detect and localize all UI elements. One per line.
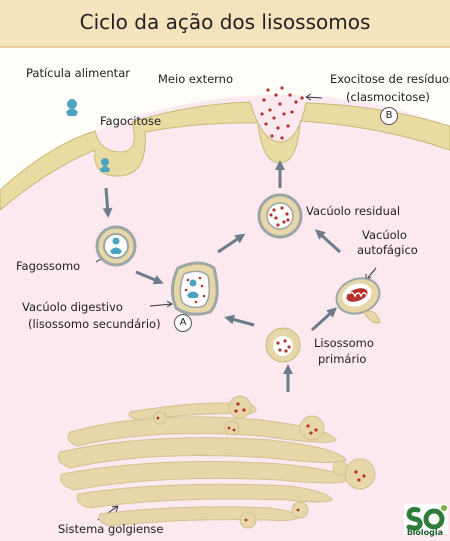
title-band: [0, 0, 450, 46]
logo-wordmark: biologia: [406, 528, 444, 537]
residual-vacuole: [257, 193, 303, 239]
marker-b: B: [380, 107, 398, 125]
label-autophagic-line2: autofágico: [357, 243, 418, 257]
label-digestive-line2: (lisossomo secundário): [28, 317, 161, 331]
label-primary-line2: primário: [318, 352, 367, 366]
label-external-medium: Meio externo: [158, 72, 233, 86]
arrow-primary-to-autophagic: [310, 307, 337, 332]
digestive-vacuole: [171, 261, 219, 316]
label-phagosome: Fagossomo: [16, 259, 81, 273]
golgi-apparatus: [57, 395, 376, 529]
label-digestive-line1: Vacúolo digestivo: [22, 300, 123, 314]
diagram-title: Ciclo da ação dos lisossomos: [79, 10, 371, 34]
external-medium-area: [0, 48, 450, 190]
arrow-digestive-to-residual: [217, 233, 246, 254]
so-biologia-logo-icon: [404, 504, 448, 534]
food-particle: [66, 99, 78, 116]
arrow-phagosome-to-digestive: [135, 270, 164, 285]
marker-a: A: [174, 314, 192, 332]
label-golgi: Sistema golgiense: [58, 522, 164, 536]
arrow-membrane-to-phagosome: [102, 187, 113, 218]
phagosome: [95, 225, 137, 267]
label-residual-vacuole: Vacúolo residual: [306, 204, 401, 218]
label-phagocytosis: Fagocitose: [100, 114, 162, 128]
autophagic-vacuole: [335, 277, 381, 324]
label-primary-line1: Lisossomo: [314, 336, 374, 350]
label-clasmocytosis: (clasmocitose): [346, 90, 430, 104]
exocytosis-residues: [260, 86, 304, 140]
arrow-primary-to-digestive: [224, 314, 255, 327]
golgi-enzymes: [156, 402, 366, 522]
label-food-particle: Patícula alimentar: [26, 66, 130, 80]
arrow-autophagic-to-residual: [315, 229, 342, 254]
engulfed-particle: [100, 158, 110, 172]
label-autophagic-line1: Vacúolo: [362, 228, 407, 242]
primary-lysosome: [265, 327, 301, 363]
label-exocytosis: Exocitose de resíduos: [330, 72, 450, 86]
